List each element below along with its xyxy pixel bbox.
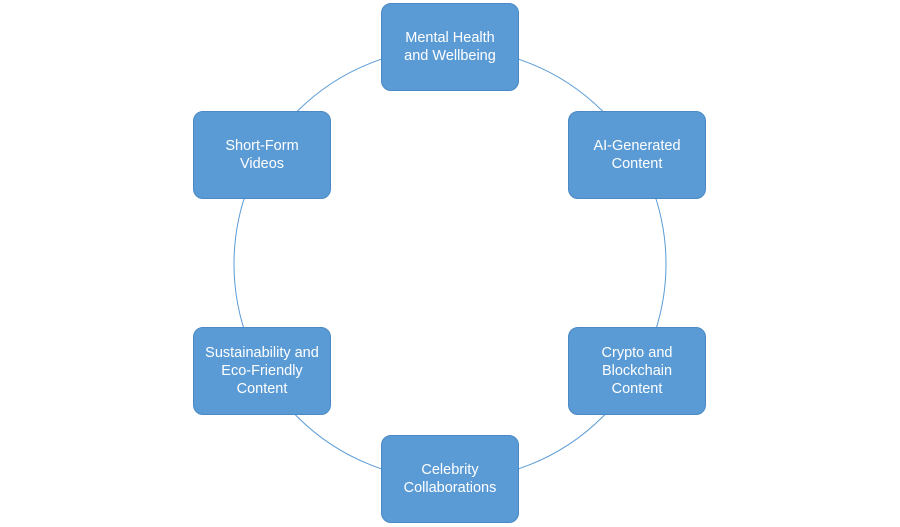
node-crypto-and-blockchain-content: Crypto and Blockchain Content [568, 327, 706, 415]
node-mental-health-and-wellbeing: Mental Health and Wellbeing [381, 3, 519, 91]
node-celebrity-collaborations: Celebrity Collaborations [381, 435, 519, 523]
node-sustainability-and-eco-friendly-content: Sustainability and Eco-Friendly Content [193, 327, 331, 415]
node-ai-generated-content: AI-Generated Content [568, 111, 706, 199]
node-short-form-videos: Short-Form Videos [193, 111, 331, 199]
